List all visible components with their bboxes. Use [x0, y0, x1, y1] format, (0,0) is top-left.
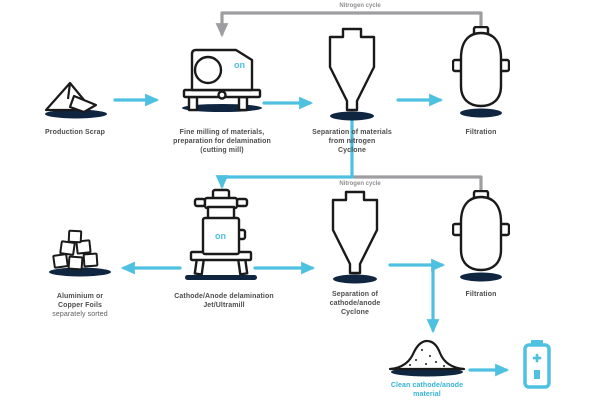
filtration1-label: Filtration [465, 129, 497, 136]
filter2-icon [452, 190, 510, 282]
product-pile-icon [386, 338, 468, 378]
production-scrap-icon [40, 74, 110, 120]
cyclone2-icon [327, 190, 383, 285]
foil-cubes-icon [44, 228, 116, 278]
delamination-logo: on [215, 231, 226, 241]
cyclone1-icon [324, 27, 380, 122]
battery-icon [519, 338, 555, 390]
product-label: Clean cathode/anode material [390, 382, 464, 398]
cyclone1-label: Separation of materials from nitrogen Cy… [312, 129, 392, 154]
arrow-cyclone1-to-delamination [215, 116, 354, 190]
cyclone2-label: Separation of cathode/anode Cyclone [329, 291, 381, 316]
mill-logo: on [234, 60, 245, 70]
loop-mid-line [352, 175, 483, 192]
filter1-icon [452, 26, 510, 118]
loop-top-label: Nitrogen cycle [339, 3, 381, 9]
milling-label: Fine milling of materials, preparation f… [173, 129, 271, 154]
foils-label: Aluminium or Copper Foils separately sor… [52, 293, 108, 318]
filtration2-label: Filtration [465, 291, 497, 298]
milling-machine-icon: on [176, 40, 268, 114]
loop-top-line [215, 11, 483, 38]
production-scrap-label: Production Scrap [45, 129, 105, 136]
loop-mid-label: Nitrogen cycle [339, 181, 381, 187]
delamination-label: Cathode/Anode delamination Jet/Ultramill [174, 293, 274, 309]
delamination-mill-icon: on [181, 188, 263, 284]
